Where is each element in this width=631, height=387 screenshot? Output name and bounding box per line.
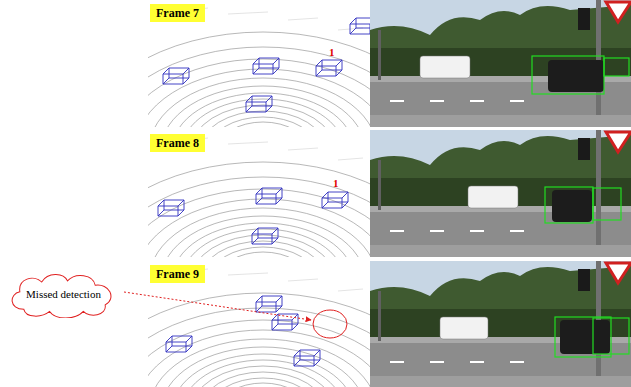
frame-title: Frame 7 <box>156 6 199 20</box>
frame-label: Frame 9 <box>150 265 205 283</box>
callout-number: 1 <box>329 47 335 58</box>
frame-label: Frame 8 <box>150 134 205 152</box>
frame-title: Frame 9 <box>156 267 199 281</box>
callout-text: Missed detection <box>26 288 101 300</box>
callout-cloud: Missed detection <box>4 270 123 318</box>
frame-label: Frame 7 <box>150 4 205 22</box>
callout-number: 1 <box>333 178 339 189</box>
frame-title: Frame 8 <box>156 136 199 150</box>
